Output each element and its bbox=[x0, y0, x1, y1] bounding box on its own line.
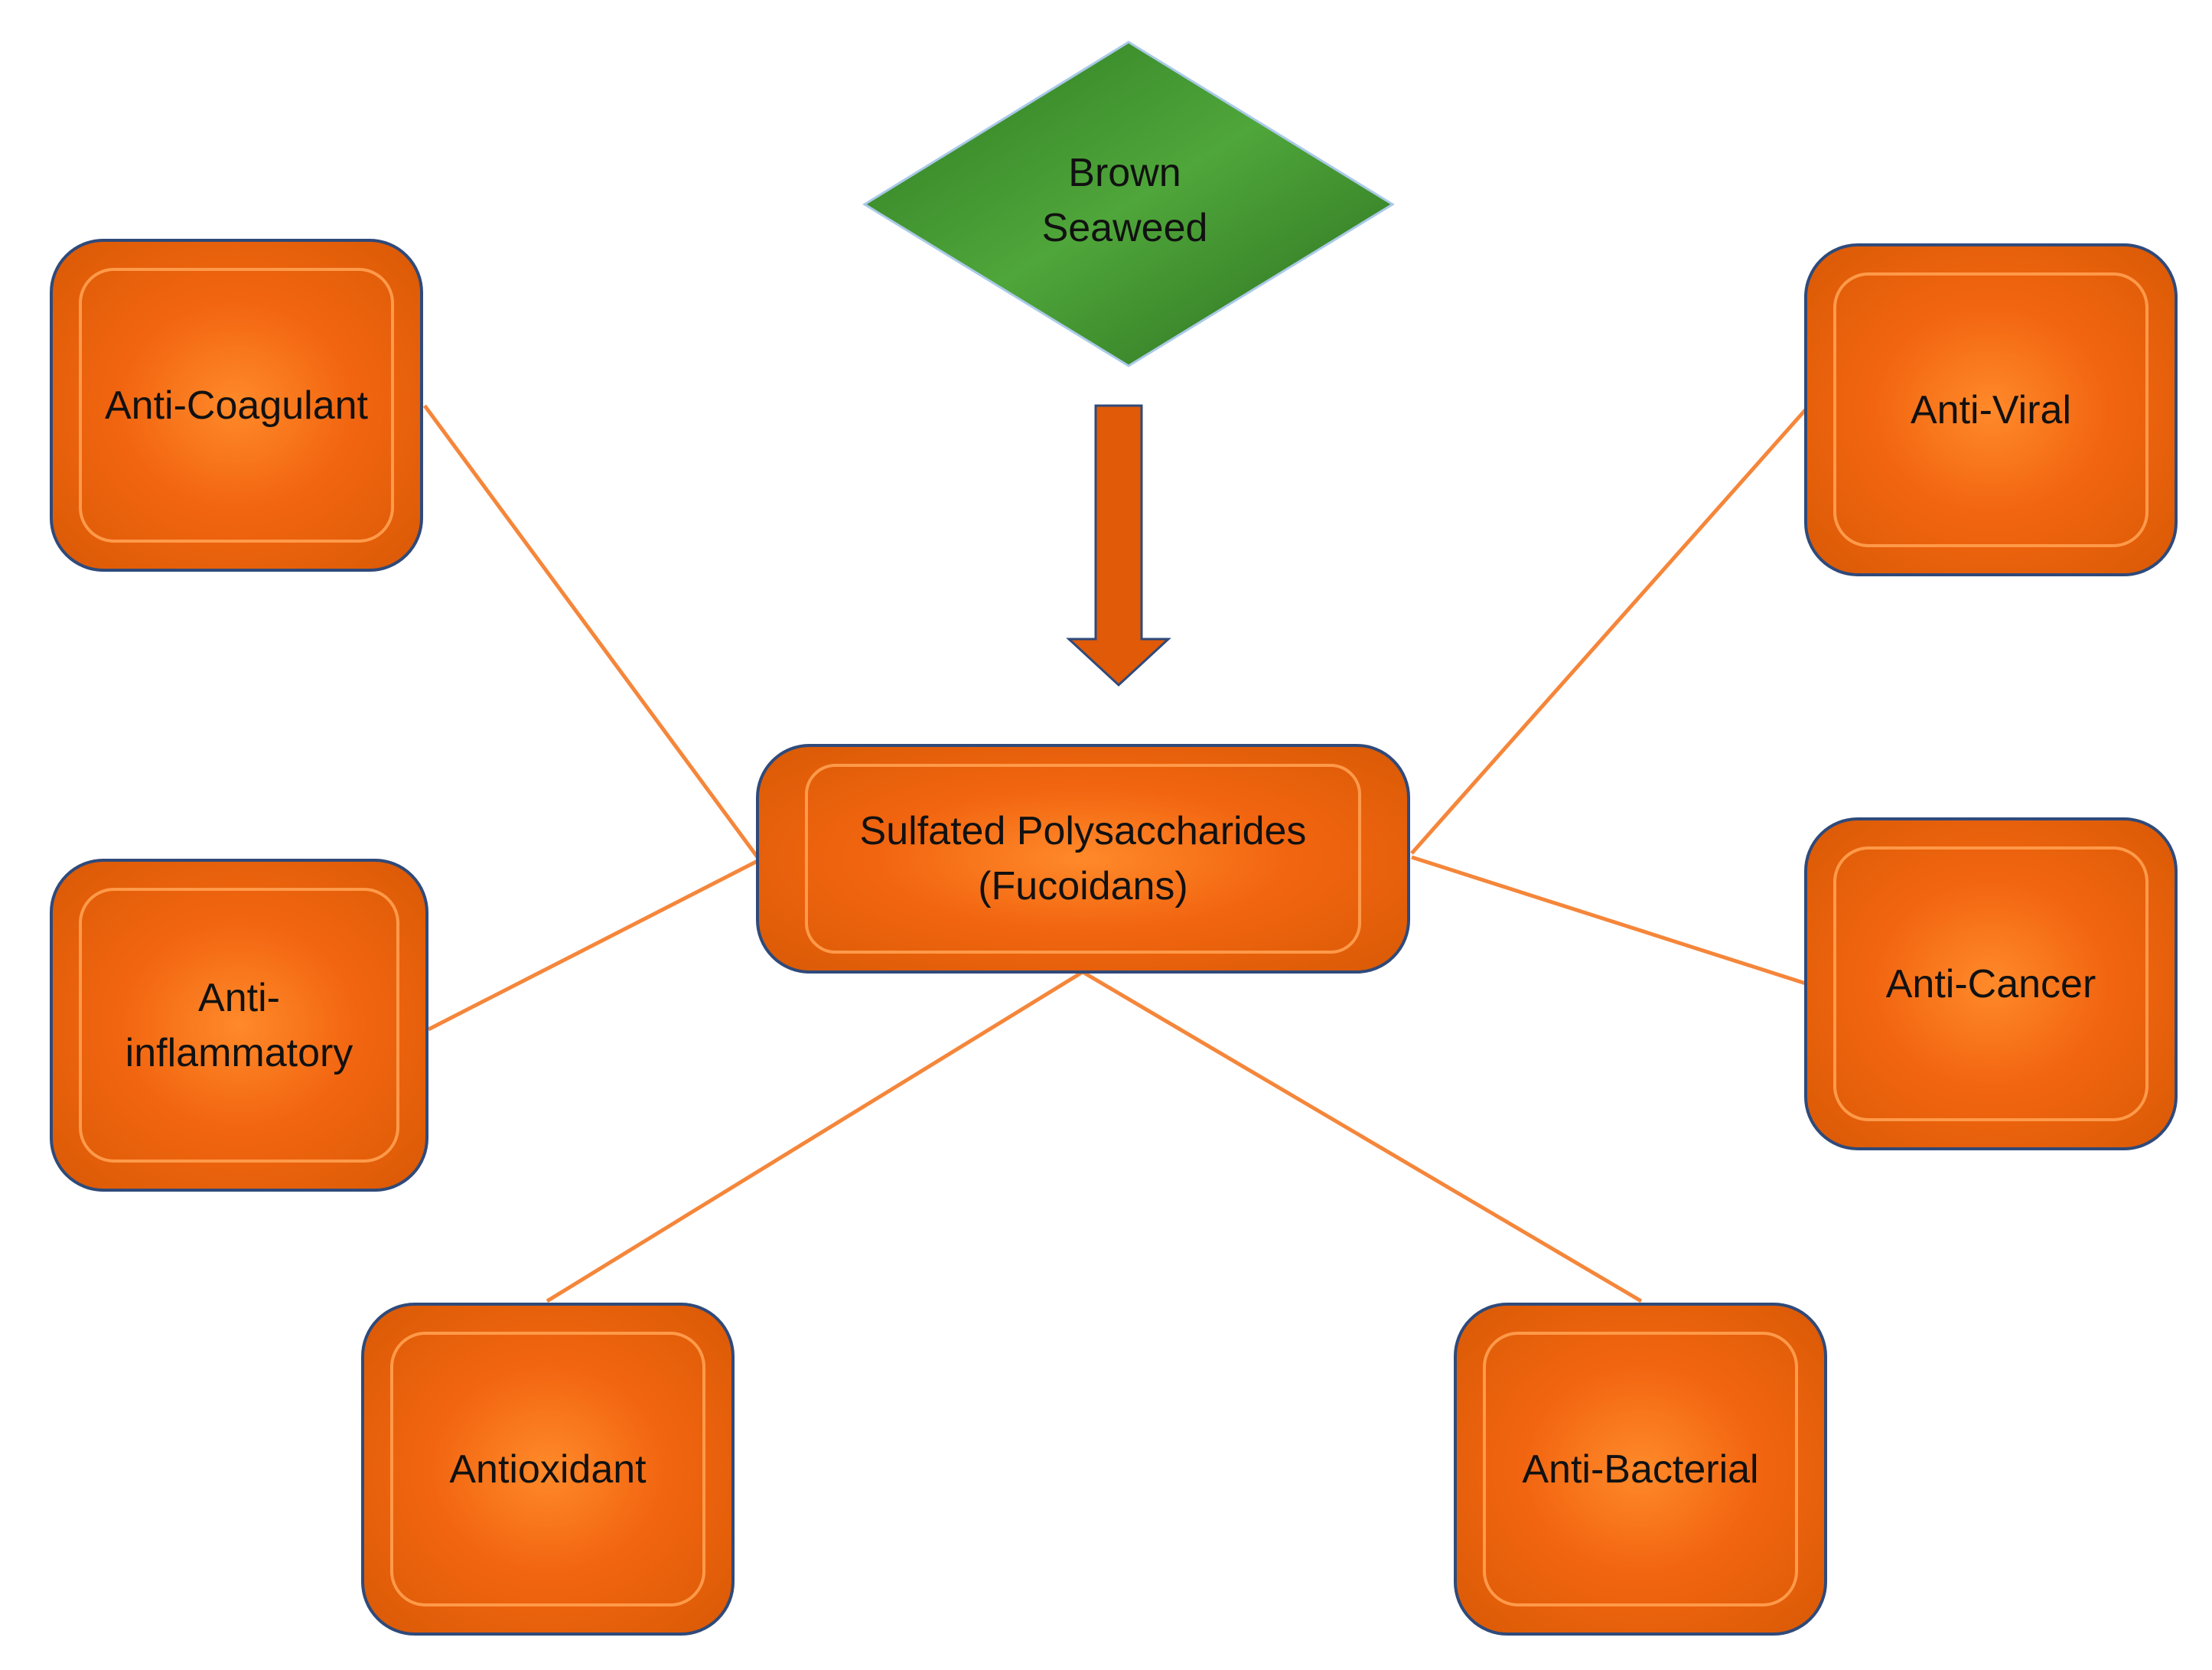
connector-anti-cancer bbox=[1411, 855, 1806, 986]
node-label: Antioxidant bbox=[449, 1447, 647, 1492]
node-anti-bacterial: Anti-Bacterial bbox=[1454, 1303, 1827, 1636]
node-anti-viral: Anti-Viral bbox=[1804, 243, 2178, 576]
down-arrow bbox=[1066, 404, 1171, 687]
source-diamond bbox=[862, 41, 1395, 367]
node-anti-inflammatory: Anti- inflammatory bbox=[50, 859, 428, 1192]
node-label: Anti-Viral bbox=[1910, 387, 2071, 432]
node-label: Anti-Bacterial bbox=[1522, 1447, 1759, 1492]
connector-anti-bacterial bbox=[1081, 970, 1643, 1303]
node-anti-cancer: Anti-Cancer bbox=[1804, 817, 2178, 1150]
node-anti-coagulant: Anti-Coagulant bbox=[50, 239, 423, 572]
source-label: Brown Seaweed bbox=[1041, 151, 1208, 250]
node-label: Anti- inflammatory bbox=[125, 975, 353, 1075]
connector-anti-inflammatory bbox=[427, 859, 759, 1032]
node-antioxidant: Antioxidant bbox=[361, 1303, 735, 1636]
connector-anti-viral bbox=[1410, 408, 1807, 855]
connector-anti-coagulant bbox=[422, 404, 760, 859]
node-label: Anti-Coagulant bbox=[105, 383, 368, 428]
center-label: Sulfated Polysaccharides (Fucoidans) bbox=[859, 809, 1307, 908]
center-node: Sulfated Polysaccharides (Fucoidans) bbox=[756, 744, 1410, 974]
connector-antioxidant bbox=[546, 970, 1084, 1303]
node-label: Anti-Cancer bbox=[1885, 961, 2096, 1006]
